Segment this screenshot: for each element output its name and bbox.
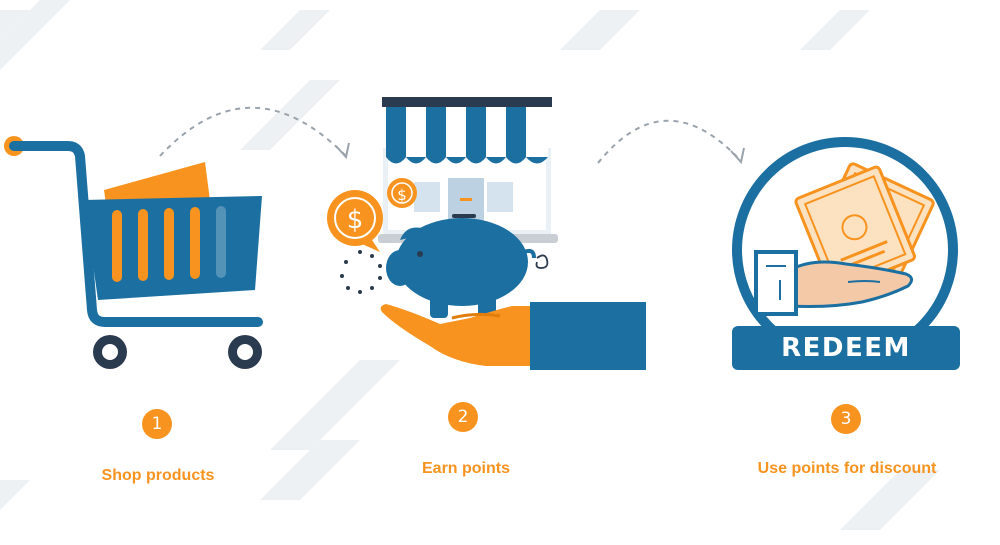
coin-symbol-small: $ <box>397 186 407 204</box>
hand-icon <box>380 302 646 370</box>
dollar-coin-icon: $ $ <box>327 178 417 252</box>
step-1-number: 1 <box>142 409 172 439</box>
piggy-bank-icon <box>386 214 536 318</box>
dashed-arrow-1 <box>159 106 346 157</box>
redeem-label: REDEEM <box>781 333 911 363</box>
sparkle-dots-icon <box>340 250 382 294</box>
step-2-label: Earn points <box>421 460 511 477</box>
redeem-banner <box>732 326 960 370</box>
redeem-tickets-icon: ✈ <box>732 137 960 370</box>
step-3-label: Use points for discount <box>757 460 937 477</box>
step-3-number: 3 <box>831 404 861 434</box>
coin-symbol-large: $ <box>347 205 364 235</box>
dashed-arrow-2 <box>597 119 741 164</box>
step-2-number: 2 <box>448 402 478 432</box>
shopping-cart-icon <box>4 136 263 369</box>
step-1-label: Shop products <box>101 467 215 484</box>
